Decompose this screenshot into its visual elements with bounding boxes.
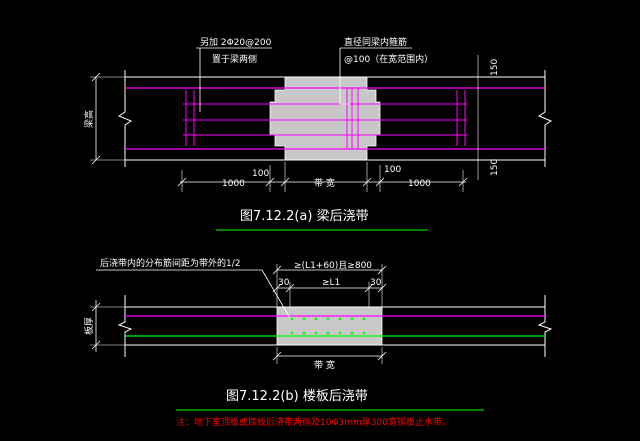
slab-dim-l1: ≥L1: [322, 278, 340, 288]
slab-dot: [362, 331, 366, 335]
beam-tick-2: [265, 177, 275, 187]
beam-leader-right: [339, 48, 350, 105]
slab-band-tick-right: [377, 351, 387, 361]
slab-note: 注：地下室顶板或底板后浇带两侧及10Φ3mm厚300宽钢板止水带。: [176, 416, 451, 428]
beam-break-right: [537, 70, 553, 167]
beam-dim-1000-right: 1000: [408, 179, 431, 189]
slab-dot: [362, 317, 366, 321]
beam-tick-6: [458, 177, 468, 187]
slab-dot: [350, 317, 354, 321]
slab-dot: [338, 331, 342, 335]
slab-dot: [326, 317, 330, 321]
beam-tick-4: [362, 177, 372, 187]
beam-tick-3: [280, 177, 290, 187]
slab-tick-f: [377, 283, 387, 293]
slab-dot: [338, 317, 342, 321]
slab-thk-tick-bot: [91, 340, 101, 350]
beam-caption: 图7.12.2(a) 梁后浇带: [240, 209, 369, 224]
slab-dim-30-left: 30: [278, 278, 290, 288]
slab-dot: [350, 331, 354, 335]
slab-dist-dots: [290, 317, 366, 335]
slab-caption: 图7.12.2(b) 楼板后浇带: [226, 389, 368, 404]
slab-leader: [261, 269, 291, 319]
beam-strip-fill: [269, 76, 381, 161]
beam-dim-1000-left: 1000: [222, 179, 245, 189]
slab-dot: [290, 317, 294, 321]
slab-dot: [326, 331, 330, 335]
beam-dim-150-top: 150: [490, 59, 500, 76]
slab-dot: [302, 331, 306, 335]
slab-band-tick-left: [272, 351, 282, 361]
beam-label-extra: 另加 2Φ20@200: [200, 37, 272, 48]
beam-tick-5: [375, 177, 385, 187]
slab-dot: [314, 331, 318, 335]
slab-dim-30-right: 30: [370, 278, 382, 288]
slab-strip-fill: [276, 306, 383, 346]
slab-tick-a: [272, 265, 282, 275]
slab-break-left: [117, 295, 133, 357]
slab-dim-total: ≥(L1+60)且≥800: [294, 260, 372, 271]
slab-label-dist: 后浇带内的分布筋间距为带外的1/2: [100, 257, 241, 269]
slab-tick-b: [377, 265, 387, 275]
beam-label-same: 直径同梁内箍筋: [344, 36, 407, 48]
slab-dot: [290, 331, 294, 335]
slab-tick-d: [285, 283, 295, 293]
beam-dim-100-right: 100: [384, 165, 401, 175]
beam-dim-band: 带 宽: [314, 177, 335, 189]
beam-label-place: 置于梁两侧: [212, 53, 257, 65]
slab-thk-tick-top: [91, 302, 101, 312]
slab-section: 后浇带内的分布筋间距为带外的1/2 ≥(L1+60)且≥800 30 ≥L1 3…: [83, 257, 553, 428]
beam-break-left: [117, 70, 133, 167]
slab-break-right: [537, 295, 553, 357]
slab-tick-c: [272, 283, 282, 293]
beam-label-spacing: @100（在宽范围内）: [344, 53, 433, 65]
slab-dim-band: 带 宽: [314, 359, 335, 371]
beam-dim-100-left: 100: [252, 169, 269, 179]
beam-depth-label: 梁高: [83, 110, 95, 128]
beam-tick-1: [177, 177, 187, 187]
beam-dim-150-bottom: 150: [490, 159, 500, 176]
beam-section: 另加 2Φ20@200 置于梁两侧 直径同梁内箍筋 @100（在宽范围内） 梁高…: [83, 36, 553, 231]
slab-dot: [302, 317, 306, 321]
slab-tick-e: [364, 283, 374, 293]
slab-dot: [314, 317, 318, 321]
slab-thickness-label: 板厚: [83, 317, 95, 335]
